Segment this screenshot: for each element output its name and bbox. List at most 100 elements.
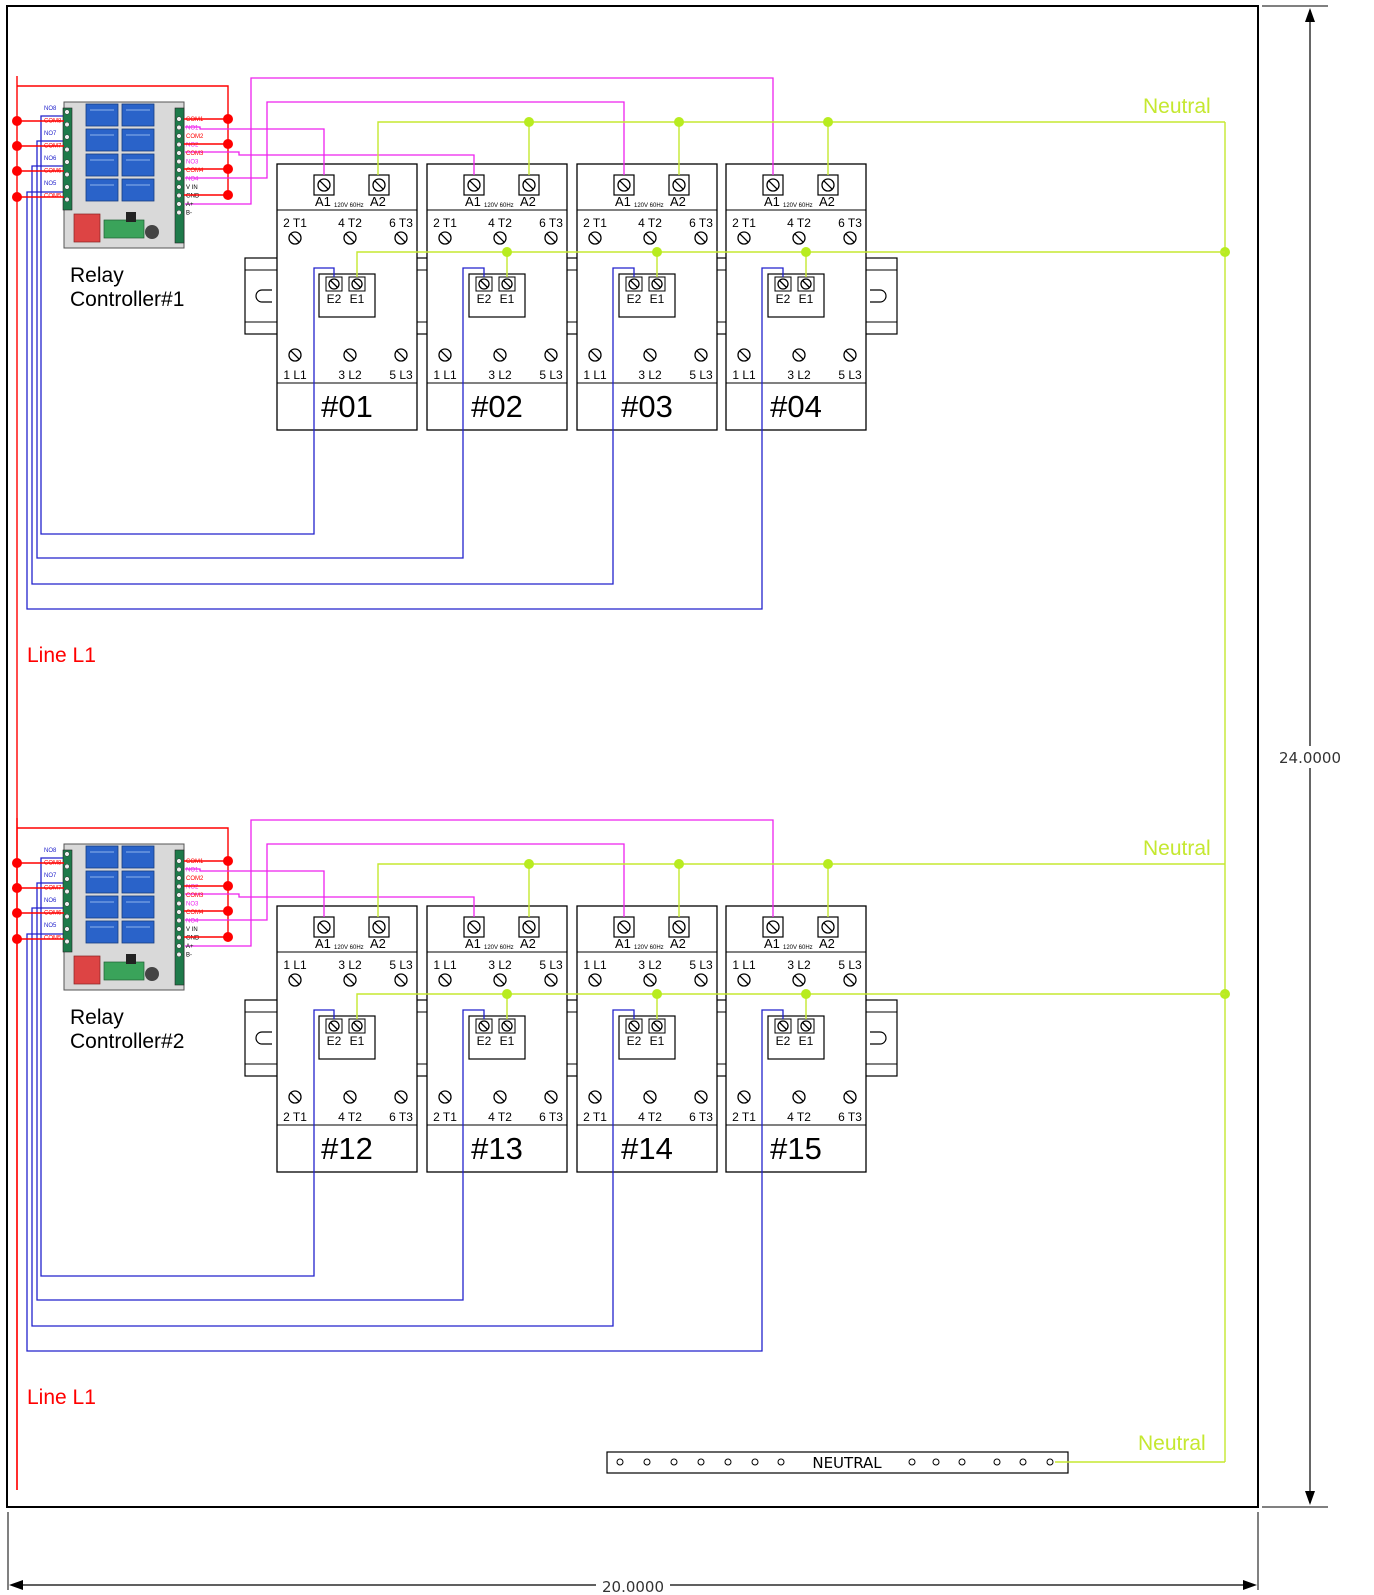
coil-wire (185, 819, 774, 947)
board-pin-screw (176, 875, 182, 881)
power-terminal-screw (643, 231, 657, 245)
screw-slot (645, 975, 655, 985)
controller-label-line1: Relay (70, 1006, 124, 1029)
power-terminal-label: 3 L2 (338, 368, 362, 382)
line-junction (223, 114, 233, 124)
control-wire (26, 191, 784, 610)
screw-slot (794, 233, 804, 243)
screw-slot (495, 1092, 505, 1102)
neutral-label-bottom: Neutral (1138, 1432, 1206, 1455)
board-pin-label-left: NO7 (44, 873, 57, 879)
aux-e2-screw (328, 278, 340, 290)
screw-slot (290, 233, 300, 243)
board-pin-screw (64, 851, 70, 857)
coil-rating-label: 120V 60Hz (634, 203, 664, 209)
screw-slot (495, 233, 505, 243)
aux-e1-label: E1 (500, 292, 515, 306)
power-terminal-screw (394, 231, 408, 245)
line-junction (223, 190, 233, 200)
relay-board-ic (126, 212, 136, 222)
aux-e2-label: E2 (627, 1034, 642, 1048)
board-pin-label-right: COM1 (186, 859, 204, 865)
power-terminal-label: 5 L3 (689, 958, 713, 972)
power-terminal-screw (343, 348, 357, 362)
board-pin-screw (176, 951, 182, 958)
neutral-bar-hole (958, 1458, 966, 1466)
screw-slot (779, 1022, 787, 1030)
power-terminal-label: 5 L3 (539, 368, 563, 382)
screw-slot (802, 280, 810, 288)
relay-module (85, 845, 119, 869)
din-rail-slot (255, 1031, 272, 1045)
din-rail-slot (870, 1031, 887, 1045)
board-pin-label-left: NO5 (44, 923, 57, 929)
power-terminal-label: 2 T1 (583, 216, 607, 230)
power-terminal-screw (737, 348, 751, 362)
power-terminal-label: 4 T2 (638, 216, 662, 230)
screw-slot (480, 1022, 488, 1030)
coil-wire (185, 151, 475, 175)
board-pin-screw (64, 146, 70, 153)
board-pin-label-right: NO3 (186, 902, 199, 908)
screw-slot (524, 180, 534, 190)
board-pin-label-right: NO1 (186, 126, 199, 132)
coil-a2-label: A2 (520, 194, 536, 209)
relay-module (121, 845, 155, 869)
dim-width-bg (596, 1575, 670, 1595)
screw-slot (590, 975, 600, 985)
power-terminal-label: 4 T2 (338, 216, 362, 230)
power-terminal-label: 3 L2 (488, 958, 512, 972)
coil-a1-screw (317, 920, 331, 934)
screw-slot (290, 350, 300, 360)
neutral-junction (502, 989, 512, 999)
aux-e2-label: E2 (327, 292, 342, 306)
screw-slot (546, 1092, 556, 1102)
relay-board-capacitor (145, 225, 159, 239)
coil-a2-screw (522, 178, 536, 192)
aux-e2-screw (628, 1020, 640, 1032)
neutral-bus-e1 (356, 251, 1225, 277)
power-terminal-screw (288, 348, 302, 362)
screw-slot (290, 1092, 300, 1102)
coil-wire (185, 843, 625, 921)
screw-slot (345, 975, 355, 985)
aux-e1-screw (651, 1020, 663, 1032)
screw-slot (794, 1092, 804, 1102)
board-pin-label-right: A+ (186, 202, 194, 208)
line-junction (12, 908, 22, 918)
relay-board-terminal-right (174, 849, 185, 986)
screw-slot (802, 1022, 810, 1030)
neutral-label: Neutral (1143, 95, 1211, 118)
power-terminal-screw (493, 1090, 507, 1104)
power-terminal-label: 1 L1 (732, 958, 756, 972)
screw-slot (653, 1022, 661, 1030)
neutral-bar-hole (1046, 1458, 1054, 1466)
line-junction (223, 139, 233, 149)
power-terminal-label: 5 L3 (539, 958, 563, 972)
line-l1-feed (17, 827, 229, 939)
power-terminal-screw (737, 231, 751, 245)
power-terminal-label: 6 T3 (389, 1110, 413, 1124)
din-rail-slot (255, 289, 272, 303)
board-pin-label-left: NO5 (44, 181, 57, 187)
line-l1-feed (17, 85, 229, 197)
coil-rating-label: 120V 60Hz (484, 945, 514, 951)
relay-module (85, 895, 119, 919)
aux-e1-label: E1 (350, 1034, 365, 1048)
power-terminal-label: 2 T1 (732, 216, 756, 230)
board-pin-screw (64, 863, 70, 870)
aux-e2-screw (478, 1020, 490, 1032)
control-wire (36, 140, 485, 559)
relay-board-terminal-left (62, 107, 73, 211)
contactor-number: #15 (770, 1131, 822, 1166)
neutral-junction (823, 859, 833, 869)
power-terminal-screw (588, 348, 602, 362)
screw-slot (546, 975, 556, 985)
controller-label-line1: Relay (70, 264, 124, 287)
controller-label-line2: Controller#2 (70, 1030, 184, 1053)
contactor-number: #04 (770, 389, 822, 424)
coil-rating-label: 120V 60Hz (334, 945, 364, 951)
coil-rating-label: 120V 60Hz (783, 203, 813, 209)
power-terminal-screw (792, 348, 806, 362)
board-pin-label-right: B- (186, 211, 192, 217)
